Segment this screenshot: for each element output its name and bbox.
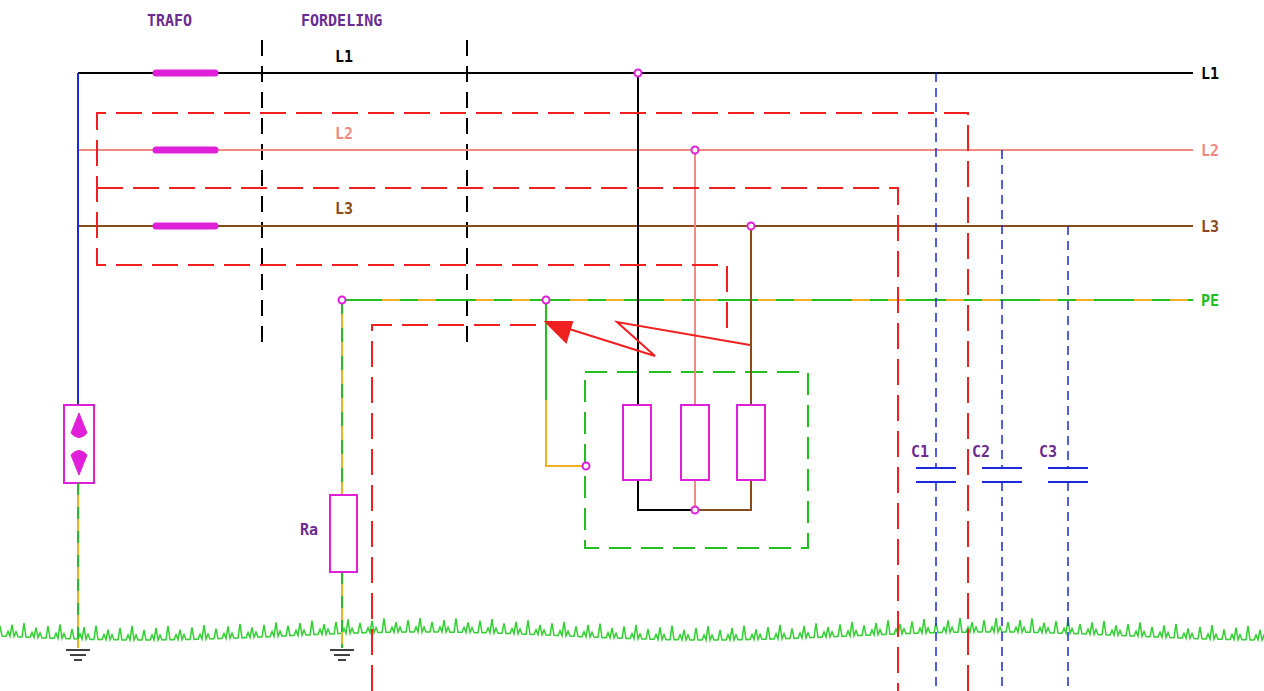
phase-label: L1 xyxy=(333,49,355,66)
capacitor-symbol xyxy=(916,468,1088,482)
component-label: C1 xyxy=(909,444,931,461)
phase-label: L1 xyxy=(1199,66,1221,83)
transformer-winding xyxy=(156,73,215,226)
ground-surface xyxy=(0,618,1264,640)
fault-arrowhead xyxy=(546,322,572,342)
resistor-symbol xyxy=(330,495,357,572)
ground-symbol xyxy=(66,650,354,660)
component-label: C2 xyxy=(970,444,992,461)
phase-l3 xyxy=(78,225,1193,227)
fault-current-path xyxy=(97,113,968,691)
pe-wire xyxy=(545,300,547,400)
load-resistor xyxy=(623,405,765,480)
pe-conductor xyxy=(342,299,1193,301)
capacitance-lead xyxy=(936,73,1068,691)
component-label: C3 xyxy=(1037,444,1059,461)
conductor-label: PE xyxy=(1199,293,1221,310)
surge-arrester xyxy=(64,405,94,483)
phase-l2 xyxy=(78,149,1193,151)
earth-lead xyxy=(78,300,342,648)
grass xyxy=(0,618,1264,640)
junction-dot xyxy=(339,70,755,514)
phase-label: L2 xyxy=(1199,143,1221,160)
phase-label: L2 xyxy=(333,126,355,143)
area-label: FORDELING xyxy=(299,13,384,30)
neutral-wire xyxy=(77,73,79,405)
load-enclosure xyxy=(585,372,808,548)
phase-label: L3 xyxy=(1199,219,1221,236)
area-label: TRAFO xyxy=(145,13,194,30)
arrester-gap xyxy=(71,413,87,475)
phase-label: L3 xyxy=(333,201,355,218)
pe-conductor xyxy=(342,299,1193,301)
component-label: Ra xyxy=(298,522,320,539)
fault-arc xyxy=(566,322,750,356)
boundary-line xyxy=(262,40,467,352)
pe-wire xyxy=(546,300,586,466)
